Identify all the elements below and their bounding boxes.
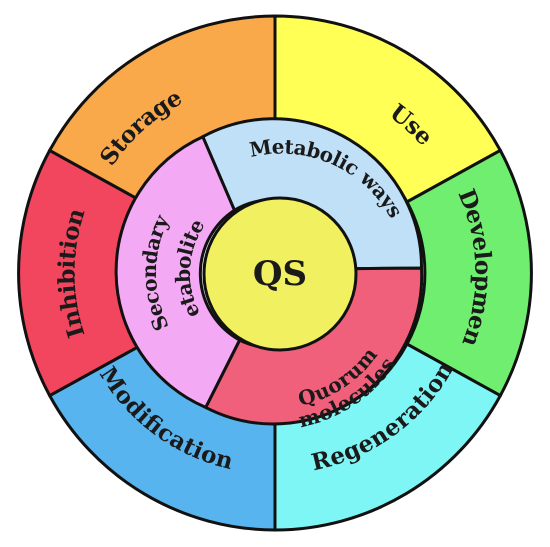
middle-segment-secondary-metabolites xyxy=(114,134,242,410)
outer-segment-development xyxy=(404,148,533,398)
center-label: QS xyxy=(253,254,307,294)
center-circle xyxy=(202,196,358,352)
